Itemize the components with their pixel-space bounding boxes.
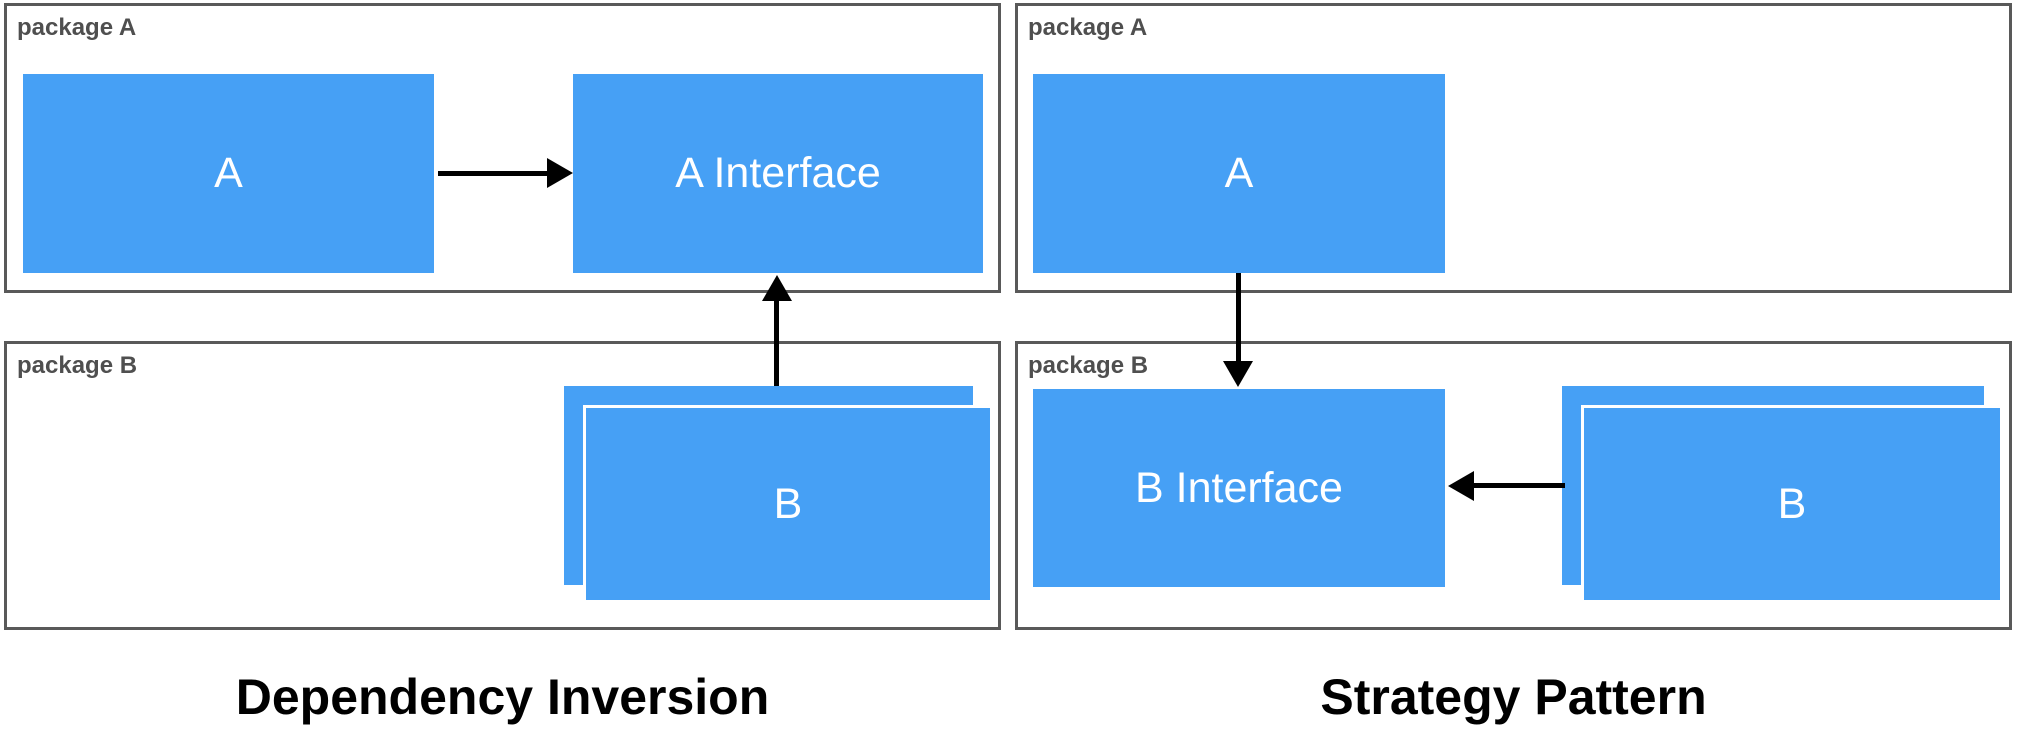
package-label: package A	[17, 14, 137, 41]
left-title: Dependency Inversion	[235, 669, 770, 725]
package-label: package B	[17, 352, 138, 379]
node-a: A	[1033, 74, 1445, 273]
arrow-head	[1223, 361, 1253, 387]
arrow-line	[1474, 483, 1565, 488]
node-label: A	[1224, 149, 1254, 197]
node-label: B Interface	[1135, 463, 1343, 512]
package-label: package B	[1028, 352, 1149, 379]
arrow-head	[762, 275, 792, 301]
arrow-line	[1236, 273, 1241, 361]
arrow-head	[547, 158, 573, 188]
right-title: Strategy Pattern	[1320, 669, 1707, 725]
node-b: B	[1581, 405, 2003, 603]
package-label: package A	[1028, 14, 1148, 41]
node-label: B	[773, 479, 803, 528]
node-label: A Interface	[675, 149, 881, 197]
arrow-head	[1448, 471, 1474, 501]
arrow-line	[774, 299, 779, 386]
node-a: A	[23, 74, 434, 273]
node-label: A	[214, 149, 243, 197]
node-label: B	[1777, 479, 1807, 528]
node-a-interface: A Interface	[573, 74, 983, 273]
node-b: B	[583, 405, 993, 603]
arrow-line	[438, 171, 549, 176]
node-b-interface: B Interface	[1033, 389, 1445, 587]
